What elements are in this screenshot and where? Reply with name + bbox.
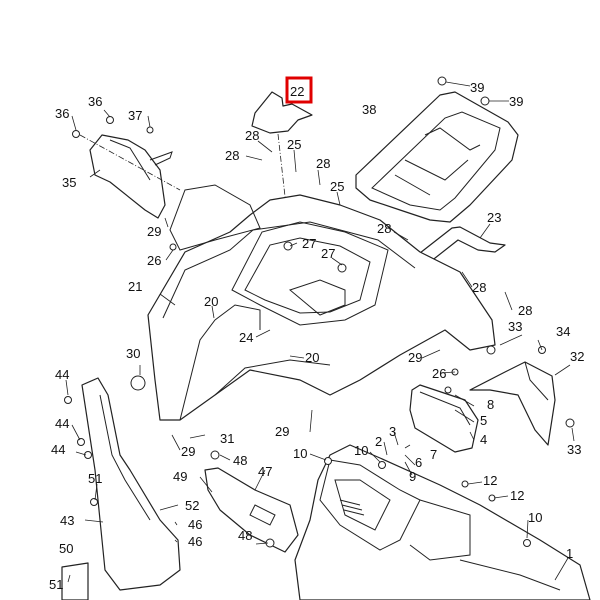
callout-22[interactable]: 22 (290, 84, 304, 99)
callout-24[interactable]: 24 (239, 330, 253, 345)
part-35-side-cover[interactable] (72, 116, 181, 219)
callout-27b[interactable]: 27 (321, 246, 335, 261)
bolt-44c-icon (84, 451, 92, 459)
callout-12b[interactable]: 12 (510, 488, 524, 503)
callout-36b[interactable]: 36 (88, 94, 102, 109)
part-23-bracket[interactable] (419, 223, 506, 263)
callout-10a[interactable]: 10 (293, 446, 307, 461)
callout-29a[interactable]: 29 (147, 224, 161, 239)
callout-33a[interactable]: 33 (508, 319, 522, 334)
part-4-duct[interactable] (409, 384, 479, 453)
callout-10c[interactable]: 10 (528, 510, 542, 525)
clip-30-icon (130, 375, 146, 391)
rivet-8-icon (444, 386, 452, 394)
callout-26b[interactable]: 26 (432, 366, 446, 381)
callout-49[interactable]: 49 (173, 469, 187, 484)
callout-34[interactable]: 34 (556, 324, 570, 339)
callout-30[interactable]: 30 (126, 346, 140, 361)
callout-37[interactable]: 37 (128, 108, 142, 123)
bolt-37-icon (146, 126, 154, 134)
part-22-plate[interactable] (251, 91, 313, 331)
callout-46a[interactable]: 46 (188, 517, 202, 532)
callout-20a[interactable]: 20 (204, 294, 218, 309)
leader-lines (65, 109, 575, 583)
callout-12a[interactable]: 12 (483, 473, 497, 488)
screw-10c-icon (523, 539, 531, 547)
callout-8[interactable]: 8 (487, 397, 494, 412)
bolt-39b-icon (480, 96, 490, 106)
callout-1[interactable]: 1 (566, 546, 573, 561)
bolt-44a-icon (64, 396, 72, 404)
bolt-36b-icon (106, 116, 114, 124)
clip-12a-icon (461, 480, 469, 488)
nut-48a-icon (210, 450, 220, 460)
callout-28a[interactable]: 28 (245, 128, 259, 143)
callout-28b[interactable]: 28 (225, 148, 239, 163)
callout-44b[interactable]: 44 (55, 416, 69, 431)
callout-47[interactable]: 47 (258, 464, 272, 479)
callout-44a[interactable]: 44 (55, 367, 69, 382)
callout-33b[interactable]: 33 (567, 442, 581, 457)
bolt-51-icon (90, 498, 98, 506)
clip-27b-icon (337, 263, 347, 273)
callout-29d[interactable]: 29 (275, 424, 289, 439)
callout-46b[interactable]: 46 (188, 534, 202, 549)
callout-28d[interactable]: 28 (377, 221, 391, 236)
callout-4[interactable]: 4 (480, 432, 487, 447)
callout-39b[interactable]: 39 (509, 94, 523, 109)
part-1-lower-body[interactable] (294, 444, 591, 600)
callout-29b[interactable]: 29 (408, 350, 422, 365)
screw-10b-icon (378, 461, 386, 469)
clip-26b-icon (169, 243, 177, 251)
callout-38[interactable]: 38 (362, 102, 376, 117)
callout-39a[interactable]: 39 (470, 80, 484, 95)
callout-31[interactable]: 31 (220, 431, 234, 446)
callout-50[interactable]: 50 (59, 541, 73, 556)
bolt-36a-icon (72, 130, 80, 138)
screw-33a-icon (486, 345, 496, 355)
callout-48a[interactable]: 48 (233, 453, 247, 468)
callout-5[interactable]: 5 (480, 413, 487, 428)
callout-36a[interactable]: 36 (55, 106, 69, 121)
part-43-lower-panel[interactable] (81, 377, 181, 591)
callout-9[interactable]: 9 (409, 469, 416, 484)
callout-28c[interactable]: 28 (316, 156, 330, 171)
callout-20b[interactable]: 20 (305, 350, 319, 365)
callout-10b[interactable]: 10 (354, 443, 368, 458)
screw-33b-icon (565, 418, 575, 428)
callout-3[interactable]: 3 (389, 424, 396, 439)
callout-26a[interactable]: 26 (147, 253, 161, 268)
callout-25a[interactable]: 25 (287, 137, 301, 152)
callout-32[interactable]: 32 (570, 349, 584, 364)
callout-28e[interactable]: 28 (472, 280, 486, 295)
callout-48b[interactable]: 48 (238, 528, 252, 543)
callout-25b[interactable]: 25 (330, 179, 344, 194)
callout-7[interactable]: 7 (430, 447, 437, 462)
callout-21[interactable]: 21 (128, 279, 142, 294)
part-38-seat[interactable] (355, 76, 519, 223)
callout-44c[interactable]: 44 (51, 442, 65, 457)
callout-43[interactable]: 43 (60, 513, 74, 528)
callout-labels: 22 39 39 38 36 36 37 35 28 28 28 28 28 2… (49, 76, 584, 592)
callout-23[interactable]: 23 (487, 210, 501, 225)
bolt-44b-icon (77, 438, 85, 446)
callout-51a[interactable]: 51 (88, 471, 102, 486)
callout-2[interactable]: 2 (375, 434, 382, 449)
callout-51b[interactable]: 51 (49, 577, 63, 592)
callout-28f[interactable]: 28 (518, 303, 532, 318)
part-50-plate[interactable] (61, 562, 89, 600)
callout-35[interactable]: 35 (62, 175, 76, 190)
part-32-side-panel[interactable] (469, 345, 575, 446)
part-21-front-body[interactable] (147, 184, 496, 421)
callout-27a[interactable]: 27 (302, 236, 316, 251)
bolt-39a-icon (437, 76, 447, 86)
clip-27a-icon (283, 241, 293, 251)
callout-6[interactable]: 6 (415, 455, 422, 470)
screw-10a-icon (324, 457, 332, 465)
highlight-box (285, 76, 313, 104)
part-47-guard[interactable] (204, 467, 299, 553)
callout-29c[interactable]: 29 (181, 444, 195, 459)
callout-52[interactable]: 52 (185, 498, 199, 513)
